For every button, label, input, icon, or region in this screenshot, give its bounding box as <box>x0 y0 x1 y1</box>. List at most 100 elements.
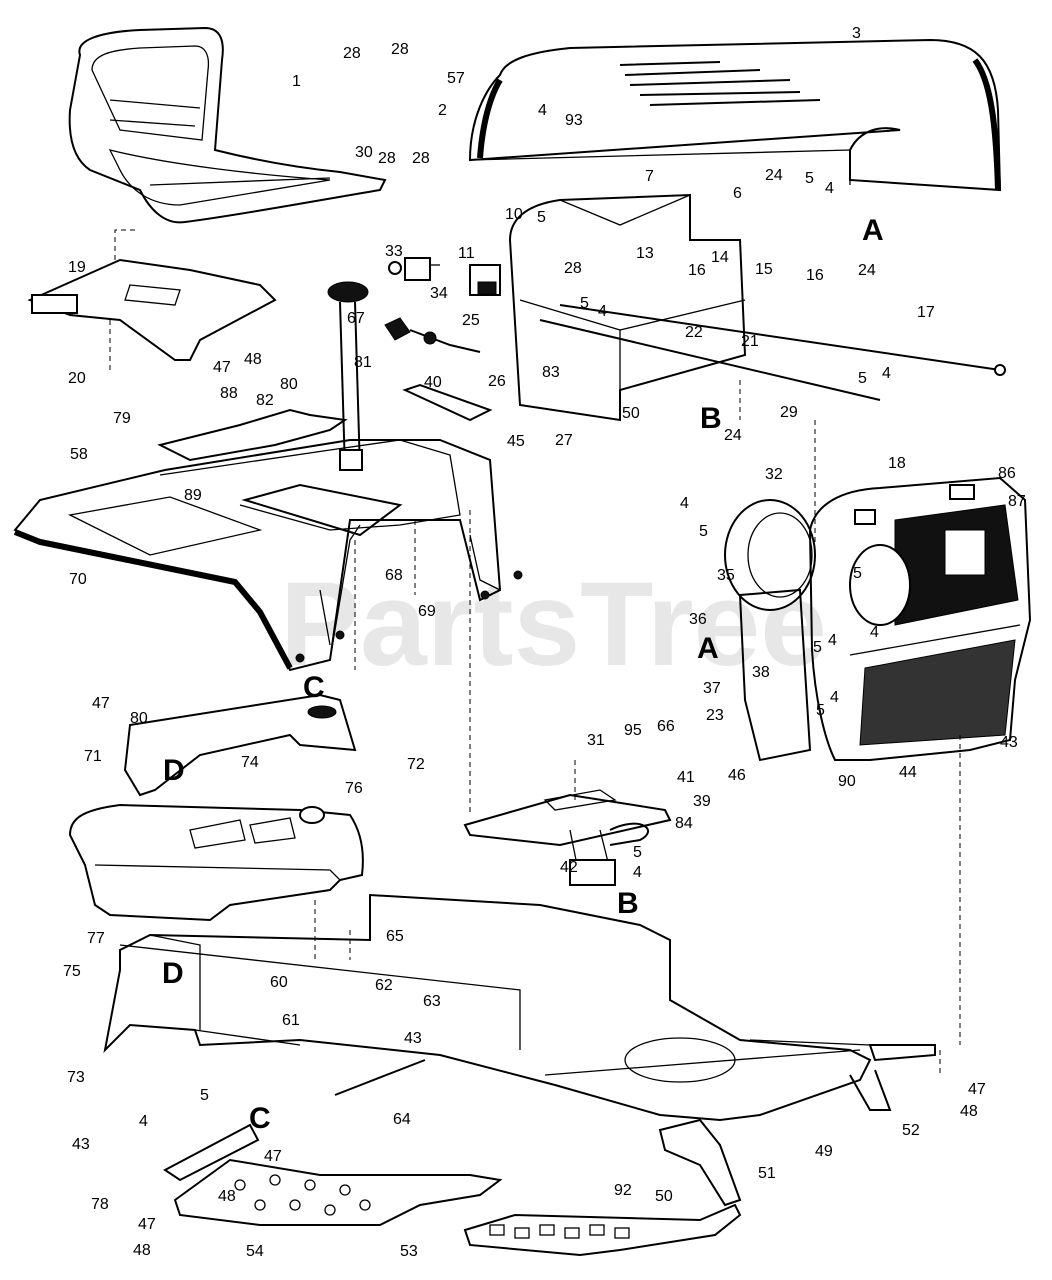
callout: 48 <box>133 1242 151 1259</box>
bracket-52-part <box>868 1044 936 1062</box>
callout: 40 <box>424 374 442 391</box>
hood-part <box>468 38 1002 192</box>
callout: 28 <box>343 45 361 62</box>
callout: 22 <box>685 324 703 341</box>
callout: 62 <box>375 977 393 994</box>
grille-housing-part <box>808 476 1032 761</box>
rod-29 <box>539 319 881 401</box>
callout-labels: 1 2 3 57 4 93 7 6 24 5 4 A 24 28 28 30 2… <box>63 25 1026 1260</box>
callout: 15 <box>755 261 773 278</box>
callout: 46 <box>728 767 746 784</box>
callout: 5 <box>805 170 814 187</box>
callout: 20 <box>68 370 86 387</box>
callout: 7 <box>645 168 654 185</box>
callout: 29 <box>780 404 798 421</box>
callout: 4 <box>680 495 689 512</box>
seat-bracket-part <box>27 258 277 361</box>
callout: 87 <box>1008 493 1026 510</box>
callout: 14 <box>711 249 729 266</box>
callout: 44 <box>899 764 917 781</box>
ref-letter: D <box>162 957 184 990</box>
callout: 38 <box>752 664 770 681</box>
callout: 3 <box>852 25 861 42</box>
callout: 92 <box>614 1182 632 1199</box>
ref-letter: C <box>303 671 325 704</box>
ref-letter: A <box>697 632 719 665</box>
frame-part <box>103 893 892 1122</box>
callout: 53 <box>400 1243 418 1260</box>
callout: 77 <box>87 930 105 947</box>
callout: 24 <box>858 262 876 279</box>
seat-part <box>68 26 387 224</box>
callout: 10 <box>505 206 523 223</box>
callout: 95 <box>624 722 642 739</box>
callout: 88 <box>220 385 238 402</box>
callout: 79 <box>113 410 131 427</box>
fender-part <box>13 439 523 672</box>
callout: 66 <box>657 718 675 735</box>
callout: 54 <box>246 1243 264 1260</box>
callout: 31 <box>587 732 605 749</box>
callout: 39 <box>693 793 711 810</box>
callout: 4 <box>139 1113 148 1130</box>
callout: 60 <box>270 974 288 991</box>
lift-bracket-part <box>157 281 493 471</box>
switch-11-part <box>469 264 501 296</box>
callout: 69 <box>418 603 436 620</box>
callout: 71 <box>84 748 102 765</box>
callout: 24 <box>765 167 783 184</box>
callout: 73 <box>67 1069 85 1086</box>
callout: 64 <box>393 1111 411 1128</box>
bracket-78-part <box>163 1123 260 1182</box>
ignition-switch-part <box>388 257 440 281</box>
callout: 93 <box>565 112 583 129</box>
footrest-92-part <box>463 1203 742 1257</box>
callout: 68 <box>385 567 403 584</box>
callout: 6 <box>733 185 742 202</box>
callout: 75 <box>63 963 81 980</box>
callout: 18 <box>888 455 906 472</box>
ref-letter: A <box>862 214 884 247</box>
callout: 57 <box>447 70 465 87</box>
callout: 47 <box>92 695 110 712</box>
callout: 4 <box>633 864 642 881</box>
callout: 49 <box>815 1143 833 1160</box>
tank-cover-part <box>123 693 357 797</box>
callout: 43 <box>1000 734 1018 751</box>
ref-letter: C <box>249 1102 271 1135</box>
callout: 50 <box>622 405 640 422</box>
ref-letter: B <box>617 887 639 920</box>
callout: 43 <box>72 1136 90 1153</box>
callout: 16 <box>688 262 706 279</box>
callout: 32 <box>765 466 783 483</box>
callout: 82 <box>256 392 274 409</box>
callout: 36 <box>689 611 707 628</box>
callout: 5 <box>633 844 642 861</box>
callout: 83 <box>542 364 560 381</box>
callout: 84 <box>675 815 693 832</box>
callout: 16 <box>806 267 824 284</box>
ref-letter: B <box>700 402 722 435</box>
callout: 43 <box>404 1030 422 1047</box>
dash-panel-part <box>508 193 747 422</box>
callout: 65 <box>386 928 404 945</box>
callout: 63 <box>423 993 441 1010</box>
callout: 28 <box>564 260 582 277</box>
callout: 33 <box>385 243 403 260</box>
callout: 51 <box>758 1165 776 1182</box>
callout: 74 <box>241 754 259 771</box>
callout: 89 <box>184 487 202 504</box>
callout: 5 <box>853 565 862 582</box>
callout: 28 <box>378 150 396 167</box>
callout: 47 <box>264 1148 282 1165</box>
callout: 48 <box>218 1188 236 1205</box>
callout: 37 <box>703 680 721 697</box>
callout: 5 <box>858 370 867 387</box>
callout: 48 <box>960 1103 978 1120</box>
callout: 4 <box>825 180 834 197</box>
callout: 47 <box>968 1081 986 1098</box>
callout: 41 <box>677 769 695 786</box>
callout: 5 <box>200 1087 209 1104</box>
callout: 28 <box>391 41 409 58</box>
